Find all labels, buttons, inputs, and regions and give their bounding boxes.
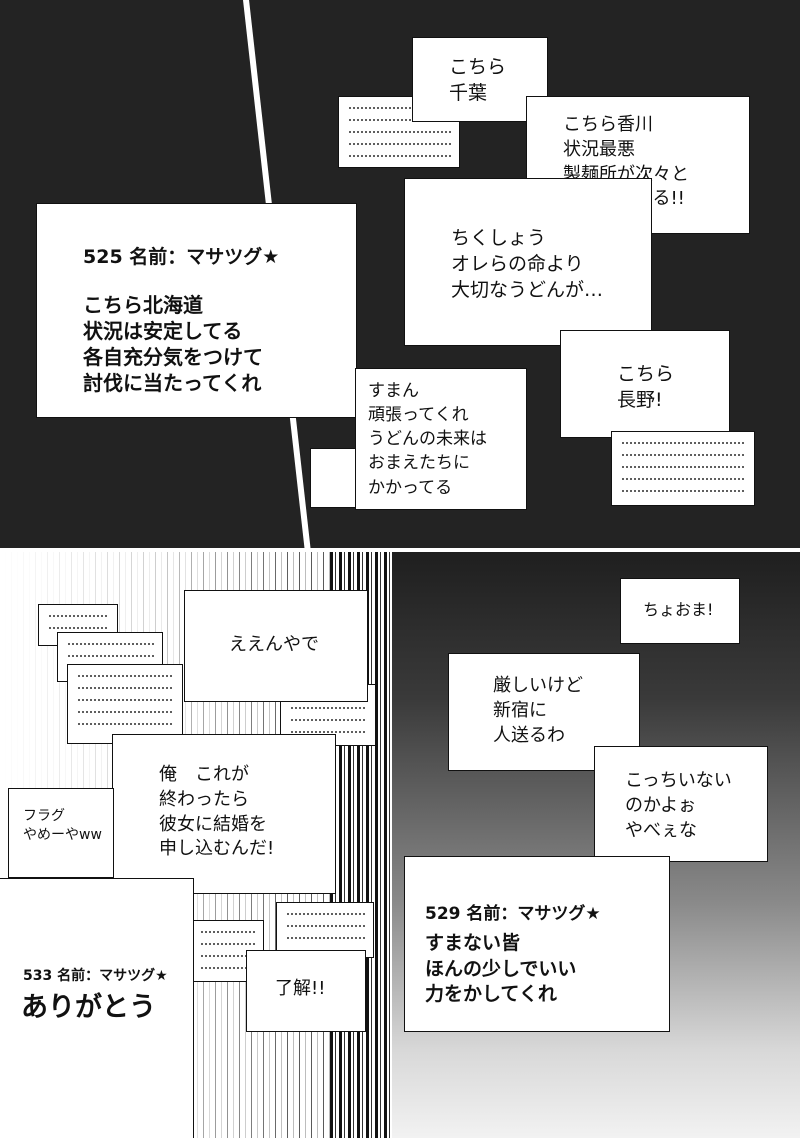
message-text: フラグ やめーやww <box>23 808 102 844</box>
post-body: すまない皆 ほんの少しでいい 力をかしてくれ <box>425 932 577 1006</box>
message-ore: 俺 これが 終わったら 彼女に結婚を 申し込むんだ! <box>112 734 336 894</box>
message-text: こっちいない のかよぉ やべぇな <box>625 770 732 841</box>
post-533: 533 名前：マサツグ★ ありがとう <box>0 878 194 1138</box>
message-text: こちら 千葉 <box>449 56 507 105</box>
message-nagano: こちら 長野! <box>560 330 730 438</box>
message-chikusho: ちくしょう オレらの命より 大切なうどんが… <box>404 178 652 346</box>
message-text: ちょおま! <box>643 600 714 619</box>
message-text: ちくしょう オレらの命より 大切なうどんが… <box>451 227 604 302</box>
message-suman: すまん 頑張ってくれ うどんの未来は おまえたちに かかってる <box>355 368 527 510</box>
filler-message-2 <box>611 431 755 506</box>
post-header: 533 名前：マサツグ★ <box>23 968 168 984</box>
message-text: ええんやで <box>229 634 319 655</box>
post-525: 525 名前：マサツグ★ こちら北海道 状況は安定してる 各自充分気をつけて 討… <box>36 203 357 418</box>
message-text: 了解!! <box>275 978 326 999</box>
message-text: すまん 頑張ってくれ うどんの未来は おまえたちに かかってる <box>368 381 487 498</box>
panel-divider <box>0 548 800 552</box>
post-header: 525 名前：マサツグ★ <box>83 246 280 268</box>
message-choma: ちょおま! <box>620 578 740 644</box>
panel-bottom-right: ちょおま! 厳しいけど 新宿に 人送るわ こっちいない のかよぉ やべぇな 52… <box>392 552 800 1138</box>
panel-bottom-left: ええんやで 俺 これが 終わったら 彼女に結婚を 申し込むんだ! フラグ やめー… <box>0 552 392 1138</box>
message-kocchi: こっちいない のかよぉ やべぇな <box>594 746 768 862</box>
filler-message-6 <box>67 664 183 744</box>
message-eenyade: ええんやで <box>184 590 368 702</box>
message-ryokai: 了解!! <box>246 950 366 1032</box>
post-529: 529 名前：マサツグ★ すまない皆 ほんの少しでいい 力をかしてくれ <box>404 856 670 1032</box>
message-text: こちら 長野! <box>617 363 675 412</box>
message-text: 厳しいけど 新宿に 人送るわ <box>493 675 583 746</box>
message-chiba: こちら 千葉 <box>412 37 548 122</box>
message-text: 俺 これが 終わったら 彼女に結婚を 申し込むんだ! <box>159 764 275 860</box>
panel-top: こちら 千葉 こちら香川 状況最悪 製麺所が次々と 破壊されてる!! ちくしょう… <box>0 0 800 548</box>
post-header: 529 名前：マサツグ★ <box>425 904 601 924</box>
post-body: ありがとう <box>21 992 156 1023</box>
filler-message-8 <box>276 902 374 958</box>
post-body: こちら北海道 状況は安定してる 各自充分気をつけて 討伐に当たってくれ <box>83 293 263 395</box>
message-flag: フラグ やめーやww <box>8 788 114 878</box>
